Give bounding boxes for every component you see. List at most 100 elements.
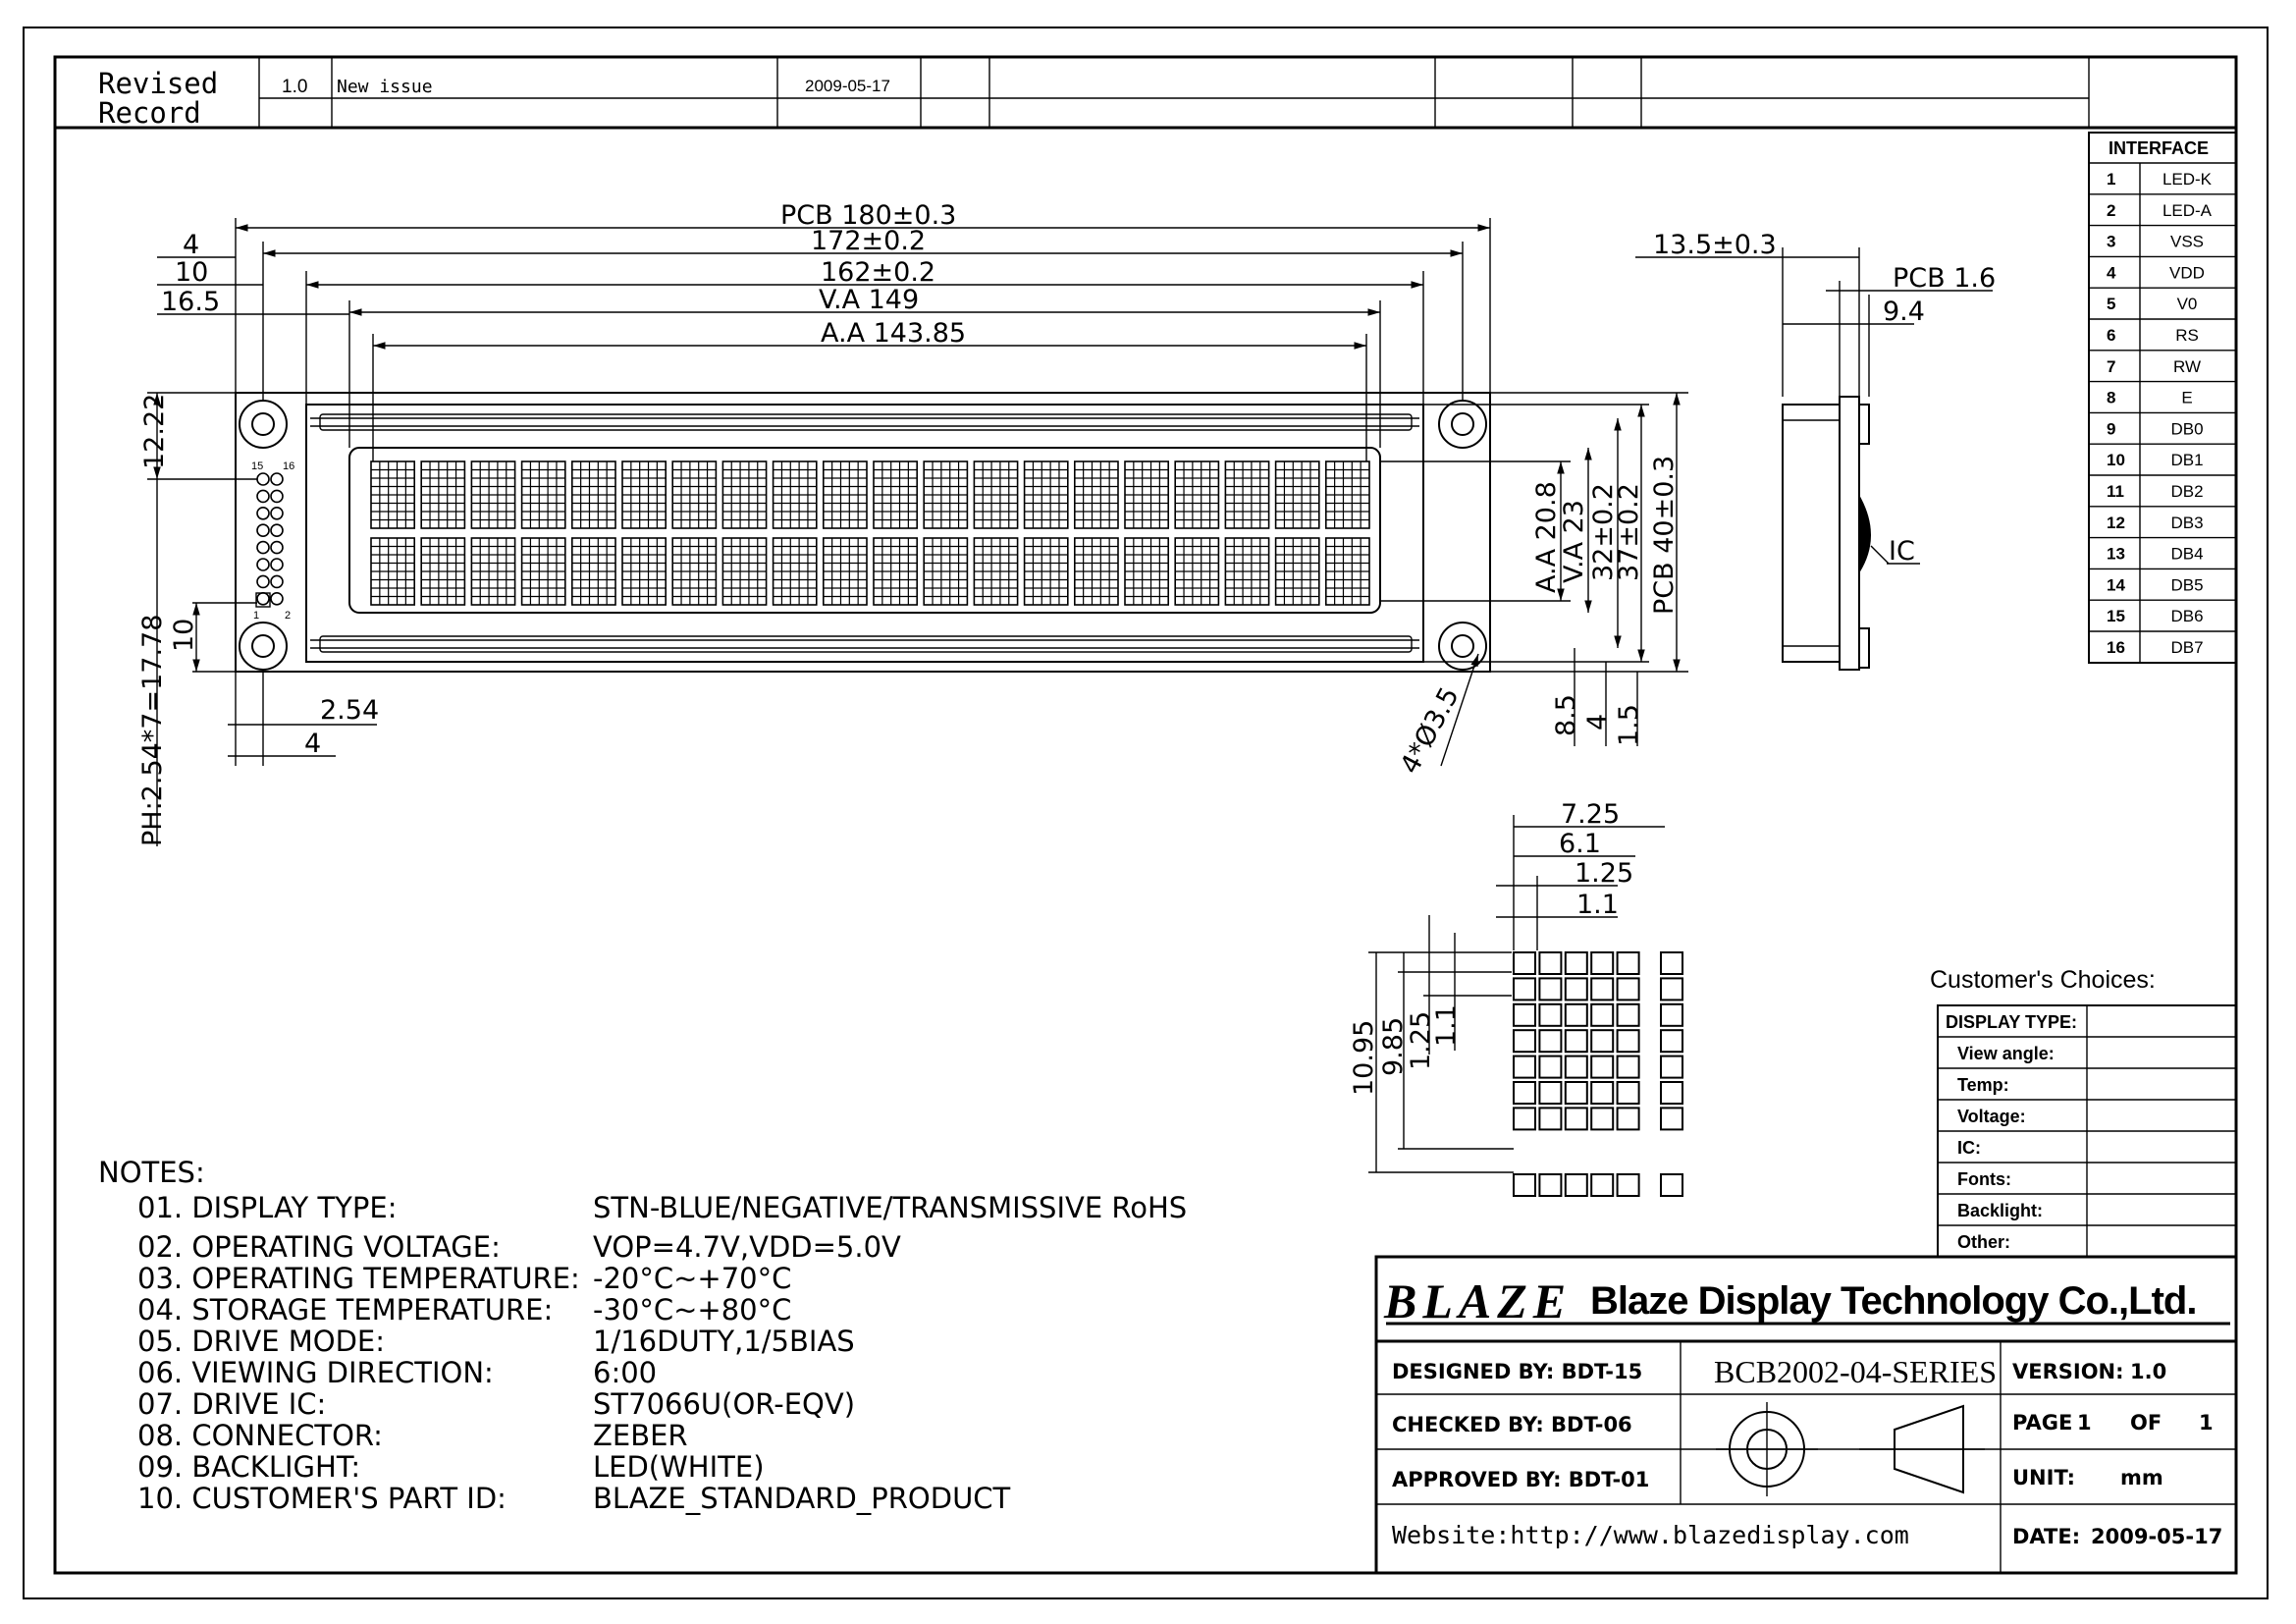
char-cell bbox=[1224, 537, 1270, 606]
header-pin bbox=[270, 523, 284, 538]
detail-dot bbox=[1538, 1029, 1563, 1054]
detail-dot bbox=[1513, 1029, 1536, 1054]
header-pin bbox=[270, 489, 284, 504]
header-pin bbox=[256, 574, 270, 589]
pin-name: E bbox=[2181, 389, 2192, 407]
page-number: 1 bbox=[2077, 1411, 2092, 1435]
pin-label-2: 2 bbox=[285, 610, 291, 622]
detail-dot bbox=[1538, 977, 1563, 1001]
customer-row-label: Backlight: bbox=[1957, 1201, 2043, 1220]
unit-value: mm bbox=[2120, 1466, 2163, 1489]
note-value: LED(WHITE) bbox=[593, 1450, 765, 1484]
char-cell bbox=[470, 537, 516, 606]
detail-cursor-dot bbox=[1590, 1173, 1615, 1197]
pin-name: DB7 bbox=[2170, 638, 2203, 657]
header-pin bbox=[270, 506, 284, 520]
note-value: BLAZE_STANDARD_PRODUCT bbox=[593, 1482, 1011, 1515]
customer-row-label: Fonts: bbox=[1957, 1169, 2011, 1189]
pin-number: 3 bbox=[2107, 233, 2115, 251]
dim-1-1: 1.1 bbox=[1576, 890, 1619, 920]
char-cell bbox=[671, 460, 718, 529]
detail-dot bbox=[1590, 1081, 1615, 1105]
char-cell bbox=[420, 537, 466, 606]
note-value: VOP=4.7V,VDD=5.0V bbox=[593, 1230, 901, 1264]
char-cell bbox=[973, 460, 1019, 529]
notes-heading: NOTES: bbox=[98, 1156, 205, 1189]
detail-dot-next bbox=[1660, 1029, 1683, 1054]
detail-dot bbox=[1513, 951, 1536, 975]
pin-number: 9 bbox=[2107, 419, 2115, 438]
detail-dot bbox=[1513, 1081, 1536, 1105]
note-label: 10. CUSTOMER'S PART ID: bbox=[137, 1482, 507, 1515]
pin-number: 1 bbox=[2107, 170, 2115, 189]
char-cell bbox=[721, 537, 768, 606]
pin-name: VSS bbox=[2170, 233, 2204, 251]
viewing-area bbox=[348, 447, 1381, 614]
char-cell bbox=[1074, 537, 1119, 606]
detail-dot bbox=[1538, 1002, 1563, 1027]
note-value: 6:00 bbox=[593, 1356, 657, 1389]
customer-choices: Customer's Choices: DISPLAY TYPE:View an… bbox=[1930, 966, 2237, 1258]
dim-10-v: 10 bbox=[169, 619, 199, 652]
dim-10: 10 bbox=[175, 257, 208, 288]
inner-border bbox=[53, 55, 2238, 1575]
header-pin bbox=[270, 472, 284, 486]
header-pin bbox=[256, 591, 270, 606]
dim-37: 37±0.2 bbox=[1614, 483, 1644, 581]
note-value: ZEBER bbox=[593, 1419, 688, 1452]
detail-dot bbox=[1564, 977, 1588, 1001]
pin-number: 11 bbox=[2107, 482, 2124, 501]
dim-4-bottom: 4 bbox=[304, 729, 321, 759]
char-cell bbox=[1124, 460, 1170, 529]
dot-detail: 7.25 6.1 1.25 1.1 10.95 9.85 1.25 1.1 bbox=[1349, 799, 1683, 1197]
dim-32: 32±0.2 bbox=[1588, 483, 1619, 581]
pin-number: 2 bbox=[2107, 201, 2115, 220]
pin-header bbox=[255, 472, 284, 608]
detail-dot bbox=[1513, 1002, 1536, 1027]
dim-12-22: 12.22 bbox=[139, 394, 170, 469]
detail-dot-next bbox=[1660, 977, 1683, 1001]
dim-9-85: 9.85 bbox=[1378, 1017, 1409, 1076]
char-cell bbox=[923, 460, 969, 529]
header-pin bbox=[256, 558, 270, 571]
char-cell bbox=[721, 460, 768, 529]
version-label: VERSION: bbox=[2012, 1360, 2124, 1383]
detail-dot bbox=[1616, 1107, 1640, 1131]
detail-dot bbox=[1513, 977, 1536, 1001]
note-value: STN-BLUE/NEGATIVE/TRANSMISSIVE RoHS bbox=[593, 1191, 1187, 1224]
pin-name: DB3 bbox=[2170, 514, 2203, 532]
detail-cursor-dot bbox=[1616, 1173, 1640, 1197]
outer-border bbox=[23, 27, 2269, 1599]
dim-pcb-thickness: PCB 1.6 bbox=[1893, 263, 1996, 294]
detail-cursor-dot bbox=[1513, 1173, 1536, 1197]
detail-dot bbox=[1564, 1107, 1588, 1131]
designed-by: DESIGNED BY: BDT-15 bbox=[1392, 1360, 1642, 1383]
char-cell bbox=[621, 460, 667, 529]
detail-dot bbox=[1538, 1107, 1563, 1131]
char-cell bbox=[772, 460, 818, 529]
note-value: 1/16DUTY,1/5BIAS bbox=[593, 1325, 855, 1358]
note-value: -30°C~+80°C bbox=[593, 1293, 791, 1326]
dim-1-1-v: 1.1 bbox=[1431, 1004, 1462, 1047]
customer-row-label: Temp: bbox=[1957, 1075, 2009, 1095]
pin-number: 15 bbox=[2107, 607, 2125, 625]
detail-dot bbox=[1590, 951, 1615, 975]
char-cell bbox=[1274, 537, 1320, 606]
dim-9-4: 9.4 bbox=[1883, 297, 1925, 327]
pin-number: 7 bbox=[2107, 357, 2115, 376]
detail-dot bbox=[1564, 1002, 1588, 1027]
dim-4: 4 bbox=[183, 230, 199, 260]
detail-dot-next bbox=[1660, 1081, 1683, 1105]
detail-cursor-dot bbox=[1538, 1173, 1563, 1197]
page-label: PAGE bbox=[2012, 1411, 2072, 1435]
header-pin bbox=[270, 540, 284, 555]
unit-label: UNIT: bbox=[2012, 1466, 2075, 1489]
dim-aa-width: A.A 143.85 bbox=[821, 318, 966, 349]
revision-record: Revised Record 1.0 New issue 2009-05-17 bbox=[55, 57, 2236, 130]
detail-dot bbox=[1590, 1055, 1615, 1079]
dim-va-height: V.A 23 bbox=[1559, 500, 1589, 583]
header-pin bbox=[256, 489, 270, 504]
char-cell bbox=[1174, 460, 1220, 529]
char-cell bbox=[822, 537, 868, 606]
